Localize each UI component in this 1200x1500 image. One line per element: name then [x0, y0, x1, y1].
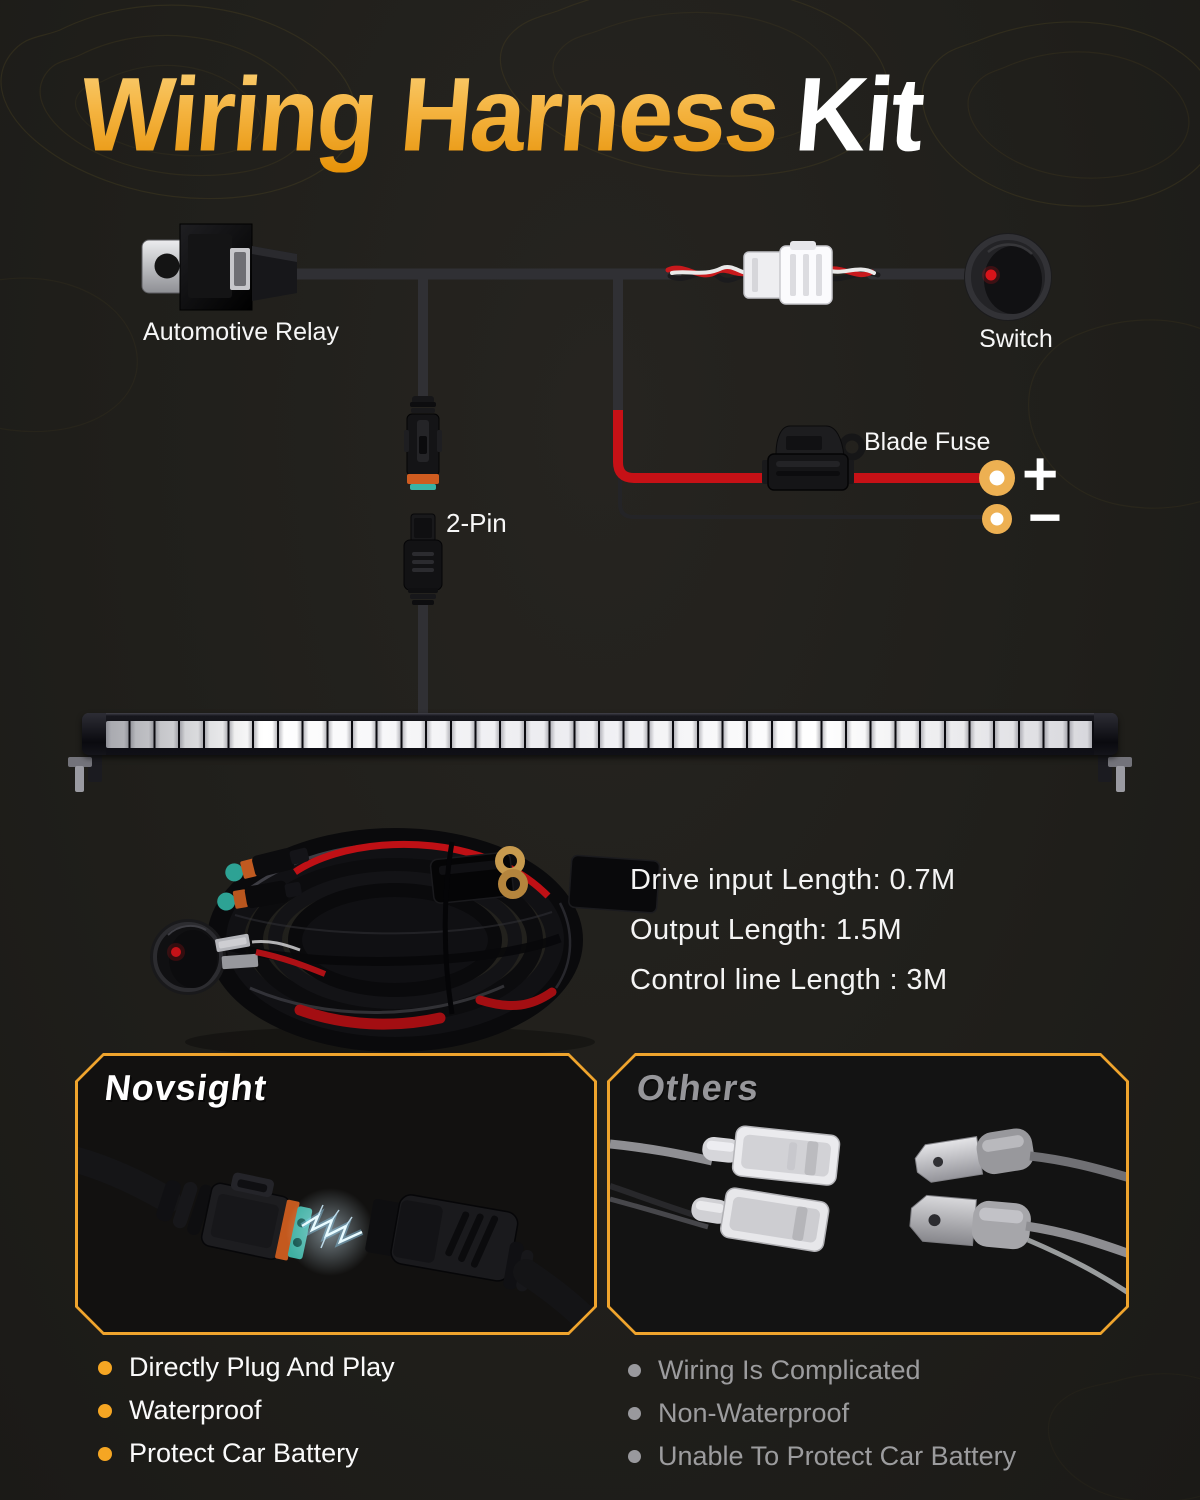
list-item: Waterproof — [98, 1394, 395, 1427]
list-item: Directly Plug And Play — [98, 1351, 395, 1384]
spec-output: Output Length: 1.5M — [630, 914, 902, 946]
two-pin-connector — [403, 513, 443, 605]
battery-terminals — [979, 460, 1015, 534]
led-light-bar — [82, 713, 1118, 755]
novsight-title: Novsight — [102, 1067, 270, 1108]
others-connector-photo — [610, 1056, 1126, 1332]
bullet-dot-icon — [98, 1360, 112, 1375]
fuse-holder-illustration — [762, 425, 866, 491]
bullet-dot-icon — [628, 1407, 641, 1420]
harness-dt-connector-2 — [217, 880, 302, 911]
others-panel-inner — [610, 1056, 1126, 1332]
others-drawbacks-list: Wiring Is Complicated Non-Waterproof Una… — [628, 1354, 1016, 1473]
bullet-dot-icon — [98, 1403, 112, 1418]
harness-ring-terminal-2 — [498, 869, 528, 899]
others-female-spade-1 — [700, 1122, 840, 1186]
harness-photo — [150, 828, 661, 1058]
others-male-spade-1 — [913, 1126, 1036, 1186]
spec-control-line: Control line Length : 3M — [630, 964, 948, 996]
lightbar-endcap-left — [82, 713, 106, 755]
lightbar-endcap-right — [1094, 713, 1118, 755]
electric-spark — [302, 1205, 362, 1248]
novsight-panel-inner — [78, 1056, 594, 1332]
novsight-point: Waterproof — [129, 1395, 262, 1425]
others-point: Wiring Is Complicated — [658, 1355, 921, 1385]
bullet-dot-icon — [628, 1364, 641, 1377]
others-male-spade-2 — [909, 1194, 1033, 1250]
spec-drive-input: Drive input Length: 0.7M — [630, 864, 956, 896]
list-item: Non-Waterproof — [628, 1397, 1016, 1430]
novsight-point: Protect Car Battery — [129, 1438, 359, 1468]
novsight-connector-photo — [78, 1056, 594, 1332]
list-item: Wiring Is Complicated — [628, 1354, 1016, 1387]
bullet-dot-icon — [98, 1446, 112, 1461]
twisted-wires-left — [665, 264, 757, 283]
two-pin-label: 2-Pin — [446, 508, 507, 538]
harness-switch — [150, 919, 226, 995]
novsight-panel: Novsight — [75, 1053, 597, 1335]
relay-label: Automotive Relay — [143, 318, 339, 346]
bullet-dot-icon — [628, 1450, 641, 1463]
harness-dt-connector — [225, 847, 310, 882]
list-item: Unable To Protect Car Battery — [628, 1440, 1016, 1473]
minus-sign: − — [1028, 485, 1062, 550]
dt-connector-male — [404, 396, 442, 490]
led-reflector-cells — [106, 721, 1094, 748]
power-wire — [613, 401, 987, 483]
others-point: Non-Waterproof — [658, 1398, 850, 1428]
switch-connector — [743, 241, 833, 305]
plus-sign: + — [1022, 440, 1059, 509]
novsight-benefits-list: Directly Plug And Play Waterproof Protec… — [98, 1351, 395, 1470]
list-item: Protect Car Battery — [98, 1437, 395, 1470]
switch-label: Switch — [979, 325, 1053, 353]
blade-fuse-label: Blade Fuse — [864, 428, 991, 456]
others-title: Others — [634, 1067, 762, 1108]
others-female-spade-2 — [688, 1182, 830, 1253]
others-panel: Others — [607, 1053, 1129, 1335]
others-point: Unable To Protect Car Battery — [658, 1441, 1017, 1471]
switch-illustration — [964, 233, 1052, 321]
novsight-point: Directly Plug And Play — [129, 1352, 395, 1382]
ground-wire — [618, 470, 982, 519]
length-specs: Drive input Length: 0.7M Output Length: … — [630, 864, 956, 997]
lightbar-brackets — [68, 748, 1132, 792]
diagram-wires — [290, 264, 987, 720]
relay-illustration — [141, 223, 297, 311]
